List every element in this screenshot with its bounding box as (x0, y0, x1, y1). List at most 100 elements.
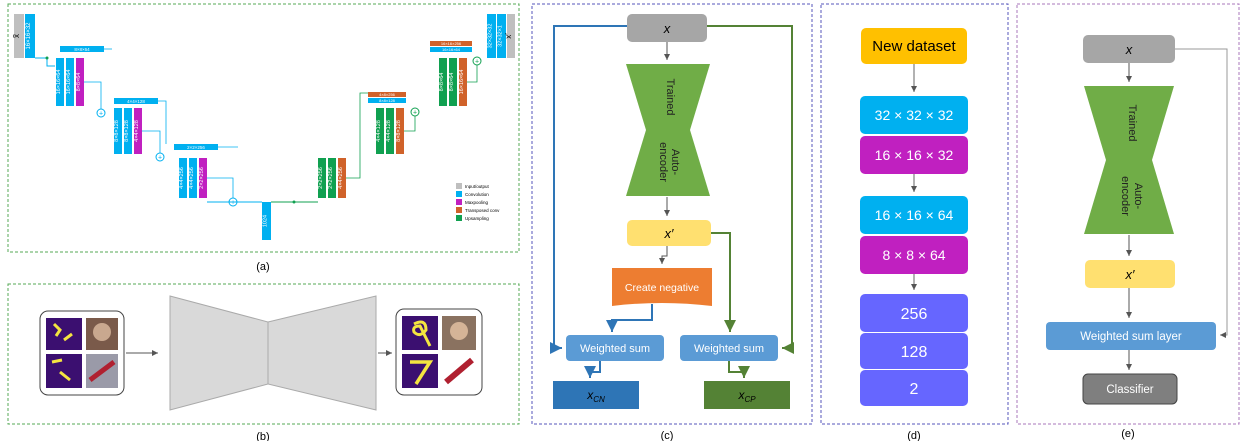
e1-conv2-label: 16×16×64 (66, 70, 72, 95)
d2-up-block (396, 108, 404, 154)
d1-conv2-label: 8×8×64 (449, 73, 455, 92)
d1-up-block (459, 58, 467, 106)
skip-5a (430, 41, 472, 46)
e-input-label: x (1125, 42, 1133, 57)
c-out-left-box (553, 381, 639, 409)
connector-e1 (84, 81, 102, 109)
digit-fragment-2 (51, 358, 71, 382)
d-dense3-label: 2 (910, 381, 919, 398)
e-skip-arrow (1175, 48, 1228, 338)
c-wsum-right-label: Weighted sum (694, 343, 764, 355)
c-recon-label: x′ (664, 226, 675, 241)
d1-up-label: 16×16×64 (459, 70, 465, 95)
noisy-digit-1 (46, 318, 82, 350)
output-label: x′ (504, 33, 513, 39)
e1-conv1-label: 16×16×64 (56, 70, 62, 95)
e2-conv2-label: 8×8×128 (124, 120, 130, 142)
e1-conv1-block (56, 58, 64, 106)
face-shape (93, 323, 111, 341)
enc1-node (45, 56, 49, 60)
clean-knife-shape (444, 357, 474, 385)
connector-e2 (142, 130, 161, 153)
panel-c-border (531, 3, 813, 425)
e1-pool-label: 8×8×64 (76, 73, 82, 92)
d1-conv2-block (449, 58, 457, 106)
caption-d: (d) (907, 430, 920, 441)
e2-conv1-block (114, 108, 122, 154)
connector-e3 (207, 177, 234, 198)
panel-e-border (1016, 3, 1240, 425)
c-out-left-sub: CN (593, 395, 605, 404)
e2-pool-block (134, 108, 142, 154)
ae-encoder-shape (169, 295, 269, 411)
e-ae-bottom-label-2: encoder (1119, 176, 1131, 216)
d-conv2-box (860, 196, 968, 234)
c-wsum-left-label: Weighted sum (580, 343, 650, 355)
add-node-5-symbol: + (475, 59, 479, 66)
c-out-left-label: xCN (586, 388, 605, 404)
d2-conv1-label: 4×4×128 (376, 120, 382, 142)
c-input-box (627, 14, 707, 42)
panel-a-border (7, 3, 520, 253)
skip-4a (368, 92, 406, 97)
connector-d1 (467, 65, 478, 83)
c-green-recon (711, 232, 736, 332)
d-conv1-label: 32 × 32 × 32 (875, 107, 954, 123)
skip-5b-label: 16×16×64 (442, 47, 461, 52)
c-blue-out (584, 361, 601, 378)
clean-digit-2 (402, 354, 438, 388)
c-blue-skip (550, 25, 627, 354)
skip-2-label: 4×4×128 (127, 99, 145, 104)
d-new-dataset-box (861, 28, 967, 64)
clean-face-shape (450, 322, 468, 340)
bottleneck-node (292, 200, 296, 204)
d3-up-block (338, 158, 346, 198)
e1-pool-block (76, 58, 84, 106)
d-new-dataset-label: New dataset (872, 38, 956, 55)
c-input-label: x (663, 21, 671, 36)
e3-conv2-label: 4×4×256 (189, 167, 195, 189)
d3-conv2-block (328, 158, 336, 198)
e3-conv1-block (179, 158, 187, 198)
c-green-skip (707, 25, 794, 354)
skip-3-label: 2×2×256 (187, 145, 205, 150)
output-block (507, 14, 515, 58)
connector-d3 (346, 92, 368, 179)
panel-e: x Trained Auto- encoder x′ Weighted sum … (1016, 3, 1240, 440)
e-recon-label: x′ (1125, 267, 1136, 282)
e-classifier-label: Classifier (1106, 384, 1153, 396)
c-wsum-left-box (566, 335, 664, 361)
c-ae-top (626, 64, 710, 130)
panel-c: x Trained Auto- encoder x′ Create negati… (531, 3, 813, 441)
d-pool2-box (860, 236, 968, 274)
d3-conv1-label: 2×2×256 (318, 167, 324, 189)
c-wsum-right-box (680, 335, 778, 361)
c-create-negative-box (612, 268, 712, 306)
c-blue-neg (606, 304, 653, 332)
skip-3 (174, 144, 218, 150)
e1-conv2-block (66, 58, 74, 106)
bottleneck-label: 1024 (263, 215, 269, 227)
e2-conv1-label: 8×8×128 (114, 120, 120, 142)
legend-swatch-upsample (456, 215, 462, 221)
out-conv1-block (487, 14, 496, 58)
out-conv1-label: 32×32×32 (488, 24, 494, 49)
e3-pool-label: 2×2×256 (199, 167, 205, 189)
skip-4b (368, 98, 406, 103)
e-ae-bottom-label-1: Auto- (1132, 183, 1144, 210)
skip-2-link (158, 100, 167, 144)
d-dense2-box (860, 333, 968, 369)
d2-conv2-block (386, 108, 394, 154)
caption-a: (a) (256, 261, 269, 273)
c-green-out (728, 361, 750, 378)
d-pool2-label: 8 × 8 × 64 (882, 247, 945, 263)
add-node-3-symbol: + (231, 200, 235, 207)
c-ae-top-label: Trained (664, 79, 676, 116)
d2-conv2-label: 4×4×128 (386, 120, 392, 142)
add-node-4-symbol: + (413, 110, 417, 117)
legend-label-io: Input/output (465, 184, 490, 189)
d-pool1-box (860, 136, 968, 174)
c-ae-bottom-label-1: Auto- (669, 149, 681, 176)
e-ae-bottom (1084, 160, 1174, 234)
